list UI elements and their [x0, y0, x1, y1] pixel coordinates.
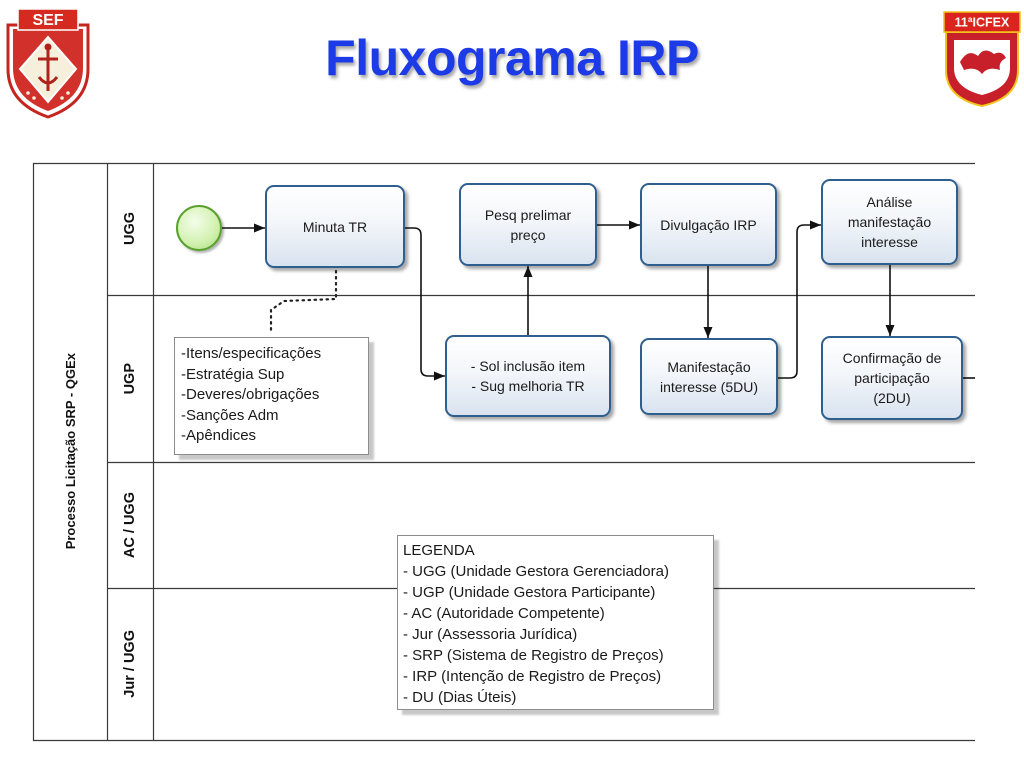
- lane-ac-ugg: AC / UGG: [107, 462, 153, 588]
- lane-ugp: UGP: [107, 295, 153, 462]
- task-label-line: Pesq prelimar: [484, 206, 572, 223]
- task-manifestacao-interesse: Manifestação interesse (5DU): [640, 338, 778, 415]
- task-label-line: interesse (5DU): [659, 378, 759, 395]
- legend-item: - UGP (Unidade Gestora Participante): [403, 584, 656, 601]
- task-label-line: Análise: [866, 194, 913, 210]
- annotation-line: -Sanções Adm: [181, 406, 279, 424]
- task-label-line: - Sol inclusão item: [470, 358, 586, 374]
- lane-label: Jur / UGG: [122, 630, 138, 698]
- legend-item: - AC (Autoridade Competente): [403, 605, 605, 622]
- task-label-line: Divulgação IRP: [660, 216, 757, 233]
- task-confirmacao-participacao: Confirmação de participação (2DU): [821, 336, 963, 420]
- lane-ugg: UGG: [107, 163, 153, 295]
- task-divulgacao-irp: Divulgação IRP: [640, 183, 777, 266]
- legend-item: - Jur (Assessoria Jurídica): [403, 626, 578, 643]
- sef-shield-logo: SEF: [6, 8, 90, 119]
- task-analise-manifestacao: Análise manifestação interesse: [821, 179, 958, 265]
- task-minuta-tr: Minuta TR: [265, 185, 405, 268]
- annotation-line: -Estratégia Sup: [181, 365, 285, 383]
- task-label-line: Minuta TR: [302, 218, 368, 235]
- lane-label: AC / UGG: [122, 491, 138, 559]
- legend-item: - SRP (Sistema de Registro de Preços): [403, 647, 664, 664]
- lane-label: UGG: [122, 212, 138, 246]
- pool-label-cell: Processo Licitação SRP - QGEx: [33, 163, 107, 740]
- pool-label: Processo Licitação SRP - QGEx: [62, 353, 78, 550]
- icfex-shield-logo: 11ªICFEX: [943, 11, 1021, 108]
- legend-title: LEGENDA: [403, 542, 475, 559]
- task-pesq-prelimar-preco: Pesq prelimar preço: [459, 183, 597, 266]
- sef-logo-text: SEF: [32, 12, 63, 29]
- task-sol-inclusao-item: - Sol inclusão item - Sug melhoria TR: [445, 335, 611, 417]
- task-label-line: preço: [510, 226, 546, 243]
- lane-jur-ugg: Jur / UGG: [107, 588, 153, 740]
- legend-item: - UGG (Unidade Gestora Gerenciadora): [403, 563, 669, 580]
- task-label-line: - Sug melhoria TR: [471, 378, 585, 394]
- start-event-circle: [176, 205, 222, 251]
- icfex-logo-text: 11ªICFEX: [955, 16, 1010, 30]
- slide-title: Fluxograma IRP: [325, 30, 699, 86]
- legend-item: - IRP (Intenção de Registro de Preços): [403, 668, 662, 685]
- text-annotation: -Itens/especificações -Estratégia Sup -D…: [174, 337, 369, 455]
- lane-label: UGP: [122, 362, 138, 395]
- task-label-line: Confirmação de: [842, 350, 942, 366]
- task-label-line: interesse: [861, 234, 918, 250]
- annotation-line: -Itens/especificações: [181, 345, 322, 362]
- task-label-line: manifestação: [847, 214, 932, 230]
- task-label-line: Manifestação: [667, 358, 751, 375]
- legend-box: LEGENDA - UGG (Unidade Gestora Gerenciad…: [397, 535, 714, 710]
- annotation-line: -Apêndices: [181, 427, 257, 444]
- legend-item: - DU (Dias Úteis): [403, 689, 517, 706]
- annotation-line: -Deveres/obrigações: [181, 386, 320, 403]
- task-label-line: (2DU): [873, 390, 911, 406]
- task-label-line: participação: [854, 370, 930, 386]
